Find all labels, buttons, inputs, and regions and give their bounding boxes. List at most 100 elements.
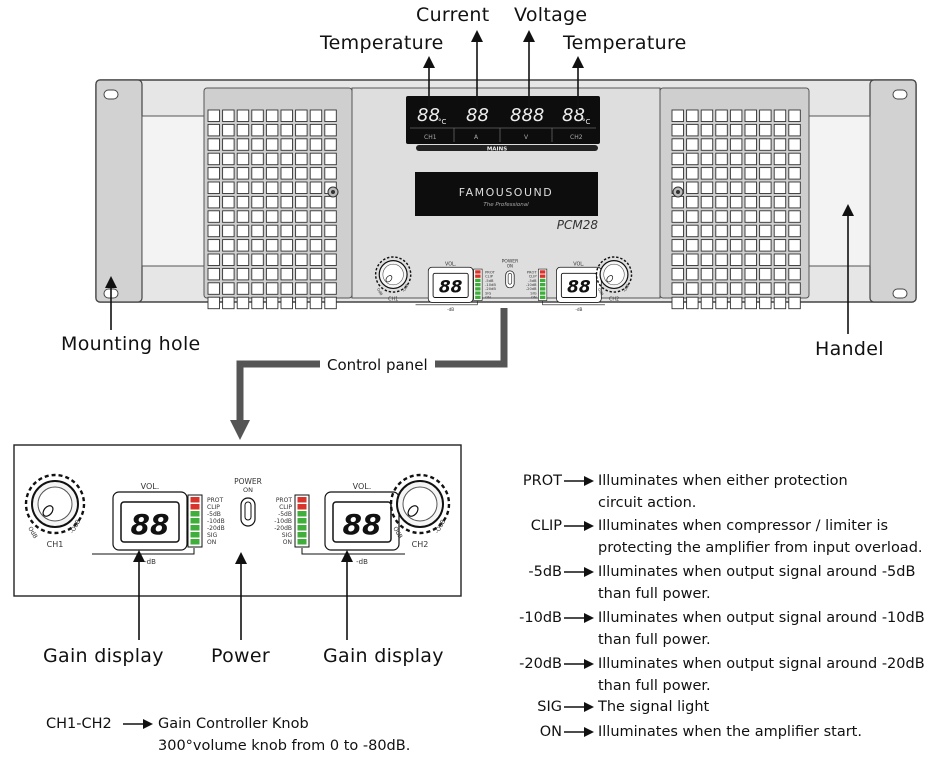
grille-hole — [700, 181, 714, 194]
grille-hole — [686, 195, 699, 209]
display-ch1-label: CH1 — [424, 134, 437, 141]
grille-hole — [715, 167, 728, 180]
left-rack-ear — [95, 79, 143, 303]
led-indicator — [539, 291, 546, 295]
grille-hole — [222, 195, 235, 209]
legend-text-2: than full power. — [598, 632, 711, 648]
grille-hole — [236, 210, 250, 223]
grille-hole — [729, 123, 743, 137]
grille-hole — [759, 138, 772, 151]
led-label: CLIP — [279, 504, 292, 511]
grille-hole — [700, 296, 714, 310]
led-indicator — [190, 525, 200, 531]
grille-hole — [671, 109, 684, 122]
grille-hole — [744, 224, 757, 238]
grille-hole — [207, 282, 220, 295]
grille-hole — [251, 138, 264, 151]
grille-hole — [773, 239, 787, 252]
meter-display — [406, 96, 600, 144]
grille-hole — [309, 296, 323, 310]
grille-hole — [324, 152, 337, 166]
mounting-hole-icon — [892, 288, 908, 299]
grille-hole — [324, 253, 337, 266]
gain-digits: 88 — [343, 508, 382, 541]
grille-hole — [686, 267, 699, 281]
mounting-hole-icon — [103, 89, 119, 100]
grille-hole — [222, 267, 235, 281]
brand-plate — [415, 172, 598, 216]
grille-hole — [715, 210, 728, 223]
legend-key: CLIP — [530, 518, 562, 534]
grille-hole — [280, 195, 293, 209]
led-indicator — [539, 270, 546, 274]
led-label: -5dB — [278, 511, 292, 518]
temperature-left-label: Temperature — [320, 32, 444, 54]
grille-hole — [715, 123, 728, 137]
channel-label: CH1 — [388, 297, 398, 303]
led-indicator — [539, 287, 546, 291]
grille-hole — [671, 296, 684, 310]
right-arrow-icon — [564, 567, 594, 577]
grille-hole — [729, 195, 743, 209]
grille-hole — [265, 181, 279, 194]
led-label: ON — [531, 296, 537, 300]
grille-hole — [236, 138, 250, 151]
led-label: -10dB — [526, 283, 537, 287]
grille-hole — [236, 224, 250, 238]
grille-hole — [324, 109, 337, 122]
grille-hole — [759, 210, 772, 223]
led-legend: PROT Illuminates when either protection … — [500, 470, 940, 750]
grille-hole — [324, 123, 337, 137]
grille-hole — [744, 167, 757, 180]
grille-hole — [773, 167, 787, 180]
led-label: ON — [207, 539, 216, 546]
grille-hole — [309, 210, 323, 223]
led-label: -5dB — [485, 279, 494, 283]
right-arrow-icon — [564, 521, 594, 531]
mounting-hole-icon — [892, 89, 908, 100]
grille-hole — [744, 181, 757, 194]
legend-row: -10dB Illuminates when output signal aro… — [500, 607, 940, 651]
gain-digits: 88 — [567, 277, 591, 297]
grille-hole — [295, 296, 308, 310]
led-label: CLIP — [529, 275, 538, 279]
led-indicator — [297, 525, 307, 531]
ch2-knob-scale — [389, 473, 451, 535]
led-indicator — [190, 504, 200, 510]
grille-hole — [671, 167, 684, 180]
grille-hole — [715, 138, 728, 151]
ch2-knob-scale — [595, 256, 633, 293]
grille-hole — [251, 282, 264, 295]
grille-hole — [671, 138, 684, 151]
mains-label: MAINS — [487, 147, 507, 153]
grille-hole — [280, 210, 293, 223]
grille-hole — [773, 109, 787, 122]
grille-hole — [744, 296, 757, 310]
grille-hole — [671, 282, 684, 295]
grille-hole — [251, 181, 264, 194]
grille-hole — [788, 123, 801, 137]
led-indicator — [539, 274, 546, 278]
right-rack-ear — [869, 79, 917, 303]
right-arrow-icon — [564, 476, 594, 486]
grille-hole — [788, 210, 801, 223]
grille-hole — [759, 239, 772, 252]
led-label: SIG — [485, 291, 491, 295]
grille-hole — [671, 123, 684, 137]
grille-hole — [265, 253, 279, 266]
grille-hole — [700, 253, 714, 266]
grille-hole — [251, 267, 264, 281]
grille-hole — [324, 282, 337, 295]
led-label: -20dB — [207, 525, 225, 532]
grille-hole — [788, 195, 801, 209]
grille-hole — [222, 138, 235, 151]
led-label: SIG — [530, 291, 536, 295]
grille-hole — [295, 109, 308, 122]
channel-label: CH2 — [609, 297, 619, 303]
grille-hole — [729, 282, 743, 295]
knob-note-key: CH1-CH2 — [46, 716, 112, 732]
led-indicator — [475, 291, 481, 295]
grille-hole — [207, 296, 220, 310]
led-label: -20dB — [274, 525, 292, 532]
led-indicator — [475, 287, 481, 291]
